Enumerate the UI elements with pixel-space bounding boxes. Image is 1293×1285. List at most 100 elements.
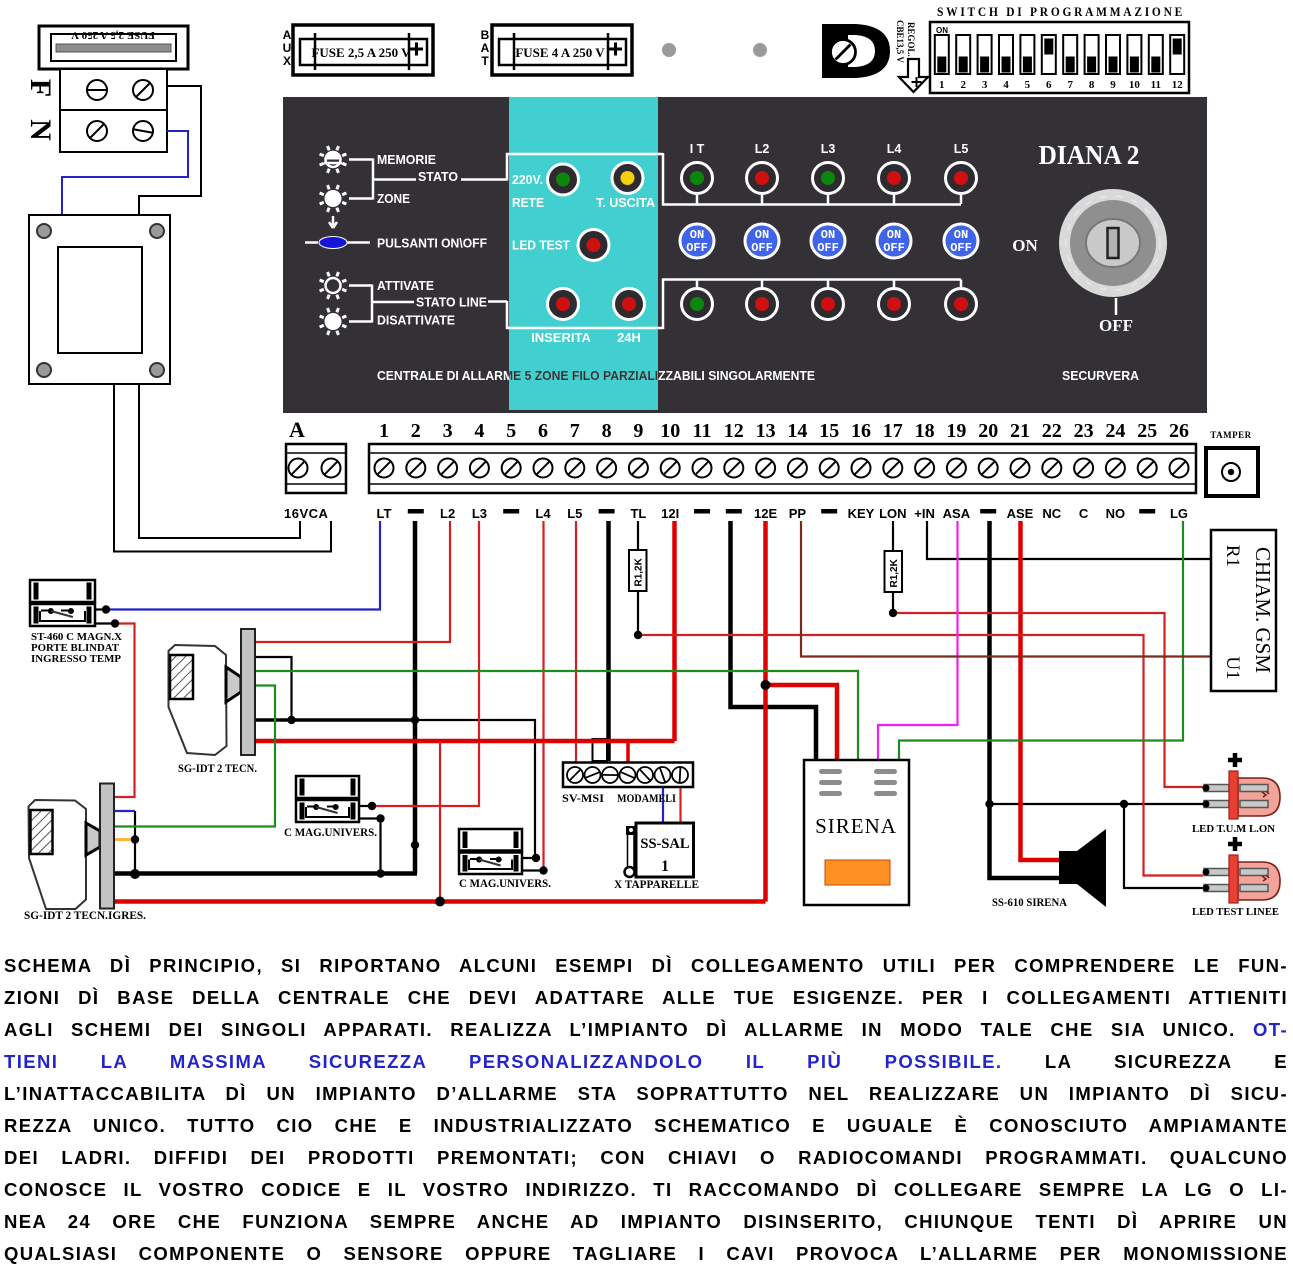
svg-text:U: U <box>283 41 292 55</box>
svg-text:LED T.U.M L.ON: LED T.U.M L.ON <box>1192 823 1275 835</box>
svg-text:L2: L2 <box>440 506 455 521</box>
svg-text:DISATTIVATE: DISATTIVATE <box>377 313 455 328</box>
svg-text:TL: TL <box>630 506 646 521</box>
svg-text:7: 7 <box>570 420 580 442</box>
svg-text:5: 5 <box>506 420 516 442</box>
svg-text:L4: L4 <box>535 506 551 521</box>
svg-text:CENTRALE DI ALLARME 5 ZONE FIL: CENTRALE DI ALLARME 5 ZONE FILO PARZIALI… <box>377 368 815 383</box>
svg-text:C MAG.UNIVERS.: C MAG.UNIVERS. <box>459 878 551 890</box>
svg-text:CENTRALE DI ALLARME 5 ZONE FIL: CENTRALE DI ALLARME 5 ZONE FILO PARZIALI… <box>377 368 815 383</box>
svg-text:15: 15 <box>819 420 839 442</box>
svg-text:10: 10 <box>1129 79 1141 91</box>
svg-text:DIANA 2: DIANA 2 <box>1039 140 1140 170</box>
svg-text:PORTE BLINDAT: PORTE BLINDAT <box>31 642 120 654</box>
svg-text:23: 23 <box>1074 420 1094 442</box>
svg-text:L5: L5 <box>567 506 582 521</box>
svg-text:1: 1 <box>379 420 389 442</box>
svg-text:C: C <box>1079 506 1089 521</box>
svg-text:L3: L3 <box>472 506 487 521</box>
svg-text:SIRENA: SIRENA <box>815 814 897 838</box>
svg-text:R1,2K: R1,2K <box>889 558 900 587</box>
svg-text:PULSANTI ON\OFF: PULSANTI ON\OFF <box>377 236 487 251</box>
svg-text:ON: ON <box>690 228 704 242</box>
svg-text:OFF: OFF <box>1099 316 1133 335</box>
svg-text:14: 14 <box>787 420 807 442</box>
svg-text:ON: ON <box>936 26 948 35</box>
svg-text:FUSE 2,5 A 250 V: FUSE 2,5 A 250 V <box>71 29 155 41</box>
svg-text:10: 10 <box>660 420 680 442</box>
svg-text:1: 1 <box>939 79 945 91</box>
svg-text:9: 9 <box>1110 79 1116 91</box>
svg-text:9: 9 <box>633 420 643 442</box>
svg-text:ON: ON <box>954 228 968 242</box>
svg-text:11: 11 <box>1151 79 1161 91</box>
svg-text:C MAG.UNIVERS.: C MAG.UNIVERS. <box>284 827 377 839</box>
svg-text:L4: L4 <box>887 142 902 156</box>
svg-text:X: X <box>283 54 291 68</box>
svg-text:ATTIVATE: ATTIVATE <box>377 278 434 293</box>
svg-text:L2: L2 <box>755 142 770 156</box>
svg-text:12: 12 <box>724 420 744 442</box>
svg-text:12I: 12I <box>661 506 679 521</box>
svg-text:STATO LINE: STATO LINE <box>416 295 487 310</box>
svg-text:T: T <box>481 54 489 68</box>
svg-text:SS-610 SIRENA: SS-610 SIRENA <box>992 897 1068 909</box>
svg-text:SECURVERA: SECURVERA <box>1062 368 1140 383</box>
svg-text:LT: LT <box>377 506 392 521</box>
svg-text:25: 25 <box>1137 420 1157 442</box>
svg-text:FUSE 2,5 A 250 V: FUSE 2,5 A 250 V <box>311 45 411 60</box>
svg-text:TAMPER: TAMPER <box>1210 430 1251 440</box>
svg-text:PP: PP <box>789 506 807 521</box>
svg-text:24: 24 <box>1105 420 1125 442</box>
svg-text:OFF: OFF <box>883 241 905 255</box>
svg-text:OFF: OFF <box>817 241 839 255</box>
svg-text:CBE13,5 V: CBE13,5 V <box>895 20 905 63</box>
svg-text:B: B <box>481 28 490 42</box>
svg-text:13: 13 <box>756 420 776 442</box>
svg-text:L3: L3 <box>821 142 836 156</box>
svg-text:ON: ON <box>755 228 769 242</box>
svg-text:OFF: OFF <box>950 241 972 255</box>
svg-text:8: 8 <box>1089 79 1095 91</box>
svg-text:T. USCITA: T. USCITA <box>596 196 655 210</box>
svg-text:24H: 24H <box>617 330 641 345</box>
svg-text:220V.: 220V. <box>512 172 543 187</box>
svg-text:R1: R1 <box>1222 545 1243 567</box>
svg-text:STATO: STATO <box>418 169 458 184</box>
svg-text:LED TEST LINEE: LED TEST LINEE <box>1192 906 1279 918</box>
svg-text:F: F <box>24 79 57 97</box>
svg-text:R1,2K: R1,2K <box>634 557 645 586</box>
svg-text:4: 4 <box>1003 79 1009 91</box>
svg-text:MEMORIE: MEMORIE <box>377 152 436 167</box>
svg-text:11: 11 <box>693 420 712 442</box>
svg-text:REGOL.: REGOL. <box>906 22 916 57</box>
svg-text:16: 16 <box>851 420 871 442</box>
svg-text:1: 1 <box>661 858 669 875</box>
svg-text:LON: LON <box>879 506 906 521</box>
svg-text:KEY: KEY <box>848 506 875 521</box>
svg-text:RETE: RETE <box>512 195 544 210</box>
svg-text:17: 17 <box>883 420 903 442</box>
svg-text:18: 18 <box>915 420 935 442</box>
svg-text:A: A <box>481 41 490 55</box>
svg-text:LG: LG <box>1170 506 1188 521</box>
svg-text:INGRESSO TEMP: INGRESSO TEMP <box>31 653 121 665</box>
svg-text:MODAMELI: MODAMELI <box>617 793 676 805</box>
svg-text:N: N <box>24 119 57 141</box>
svg-text:7: 7 <box>1067 79 1073 91</box>
svg-text:ZONE: ZONE <box>377 191 410 206</box>
svg-text:NO: NO <box>1106 506 1126 521</box>
svg-text:ON: ON <box>1012 236 1038 255</box>
svg-text:3: 3 <box>443 420 453 442</box>
svg-text:22: 22 <box>1042 420 1062 442</box>
svg-text:6: 6 <box>1046 79 1052 91</box>
svg-text:5: 5 <box>1025 79 1031 91</box>
svg-text:NC: NC <box>1042 506 1061 521</box>
svg-text:21: 21 <box>1010 420 1030 442</box>
svg-text:ASA: ASA <box>943 506 971 521</box>
svg-text:L5: L5 <box>954 142 969 156</box>
svg-text:CHIAM. GSM: CHIAM. GSM <box>1251 547 1275 673</box>
svg-text:I T: I T <box>690 142 705 156</box>
svg-text:20: 20 <box>978 420 998 442</box>
svg-text:12: 12 <box>1172 79 1184 91</box>
